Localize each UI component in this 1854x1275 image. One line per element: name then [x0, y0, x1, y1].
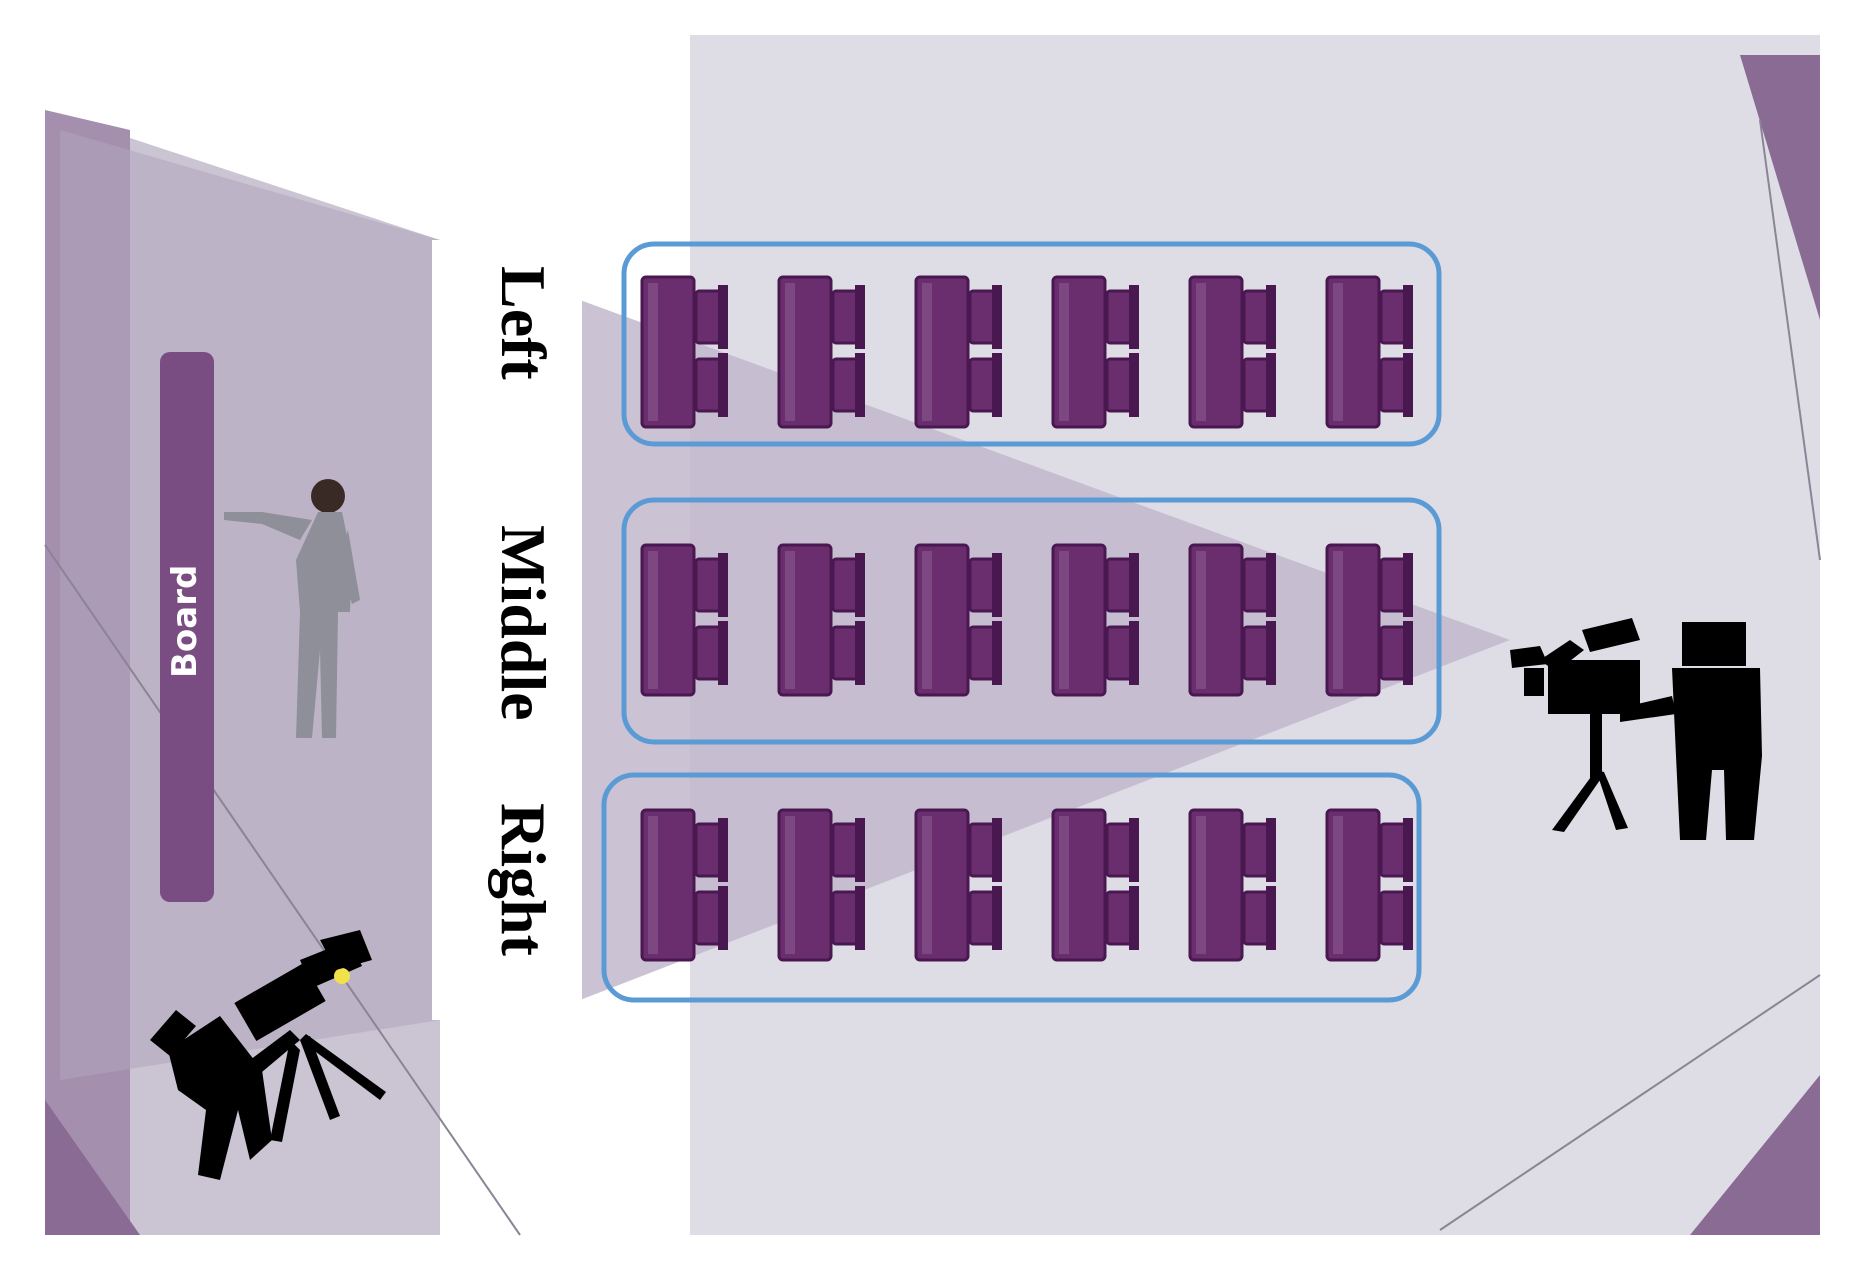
board [160, 352, 214, 902]
section-label-middle: Middle [488, 525, 559, 721]
desk-right-6 [1325, 808, 1413, 962]
section-label-left: Left [488, 266, 559, 380]
group-outline-middle [621, 497, 1442, 745]
diagonal-line-top-right [1759, 119, 1821, 561]
desk-middle-3 [914, 543, 1002, 697]
camera-operator-front-icon [150, 930, 386, 1180]
section-label-right: Right [488, 803, 559, 956]
desk-right-3 [914, 808, 1002, 962]
desk-middle-2 [777, 543, 865, 697]
teacher-figure-icon [224, 479, 360, 738]
desk-right-5 [1188, 808, 1276, 962]
corner-accent-bottom-left [45, 1100, 140, 1235]
desk-middle-5 [1188, 543, 1276, 697]
desk-left-1 [640, 275, 728, 429]
desk-right-4 [1051, 808, 1139, 962]
desk-right-1 [640, 808, 728, 962]
desk-right-2 [777, 808, 865, 962]
desk-left-3 [914, 275, 1002, 429]
group-outline-left [621, 241, 1442, 447]
desks-layer [640, 275, 1413, 962]
corner-accent-bottom-right [1690, 1075, 1820, 1235]
desk-middle-4 [1051, 543, 1139, 697]
desk-left-6 [1325, 275, 1413, 429]
diagonal-line-left [44, 544, 521, 1236]
desk-left-4 [1051, 275, 1139, 429]
desk-middle-6 [1325, 543, 1413, 697]
camera-operator-back-icon [1510, 618, 1762, 840]
group-outline-right [601, 772, 1422, 1003]
desk-middle-1 [640, 543, 728, 697]
front-shadow [60, 130, 440, 1080]
board-label: Board [165, 564, 205, 678]
diagonal-line-right [1439, 974, 1821, 1231]
label-strip [432, 240, 582, 1020]
desk-left-2 [777, 275, 865, 429]
top-white-area [580, 35, 690, 295]
desk-left-5 [1188, 275, 1276, 429]
